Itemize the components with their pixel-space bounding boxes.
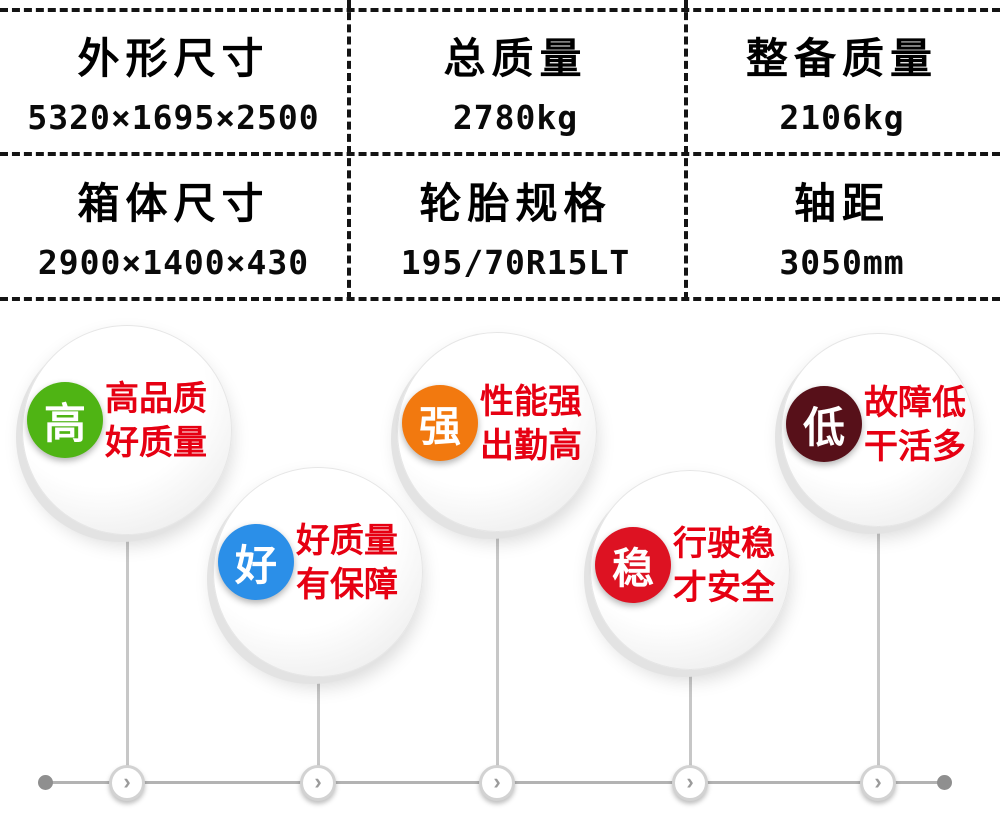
dashed-line-vertical-2 [684, 0, 688, 300]
feature-badge-low: 低 [786, 386, 862, 462]
feature-bubble-guaranteed-quality: 好 好质量 有保障 [213, 467, 423, 677]
chevron-right-icon: › [493, 768, 501, 794]
chevron-right-icon: › [123, 768, 131, 794]
spec-cell-box-dimensions: 箱体尺寸 2900×1400×430 [0, 153, 347, 298]
timeline-node: › [672, 765, 708, 801]
feature-text: 行驶稳 才安全 [673, 523, 775, 610]
chevron-right-icon: › [874, 768, 882, 794]
feature-text: 高品质 好质量 [105, 378, 207, 465]
dashed-line-bottom [0, 297, 1000, 301]
feature-badge-good: 好 [218, 524, 294, 600]
feature-text: 故障低 干活多 [864, 382, 966, 469]
chevron-right-icon: › [686, 768, 694, 794]
feature-text-line: 出勤高 [480, 426, 582, 465]
feature-bubble-stable-driving: 稳 行驶稳 才安全 [590, 470, 790, 670]
spec-cell-curb-weight: 整备质量 2106kg [684, 8, 1000, 153]
features-section: 高 高品质 好质量 强 性能强 出勤高 低 故障低 干活多 好 好质量 [0, 302, 1000, 826]
feature-text-line: 有保障 [296, 565, 398, 604]
feature-text-line: 高品质 [105, 380, 207, 418]
timeline-node: › [479, 765, 515, 801]
feature-text-line: 性能强 [480, 383, 582, 421]
feature-badge-stable: 稳 [595, 527, 671, 603]
spec-cell-tire-spec: 轮胎规格 195/70R15LT [347, 153, 684, 298]
feature-bubble-low-failure: 低 故障低 干活多 [781, 333, 975, 527]
connector-line [496, 432, 499, 783]
spec-label: 箱体尺寸 [77, 179, 270, 227]
feature-text-line: 干活多 [864, 427, 966, 466]
dashed-line-vertical-1 [347, 0, 351, 300]
spec-label: 总质量 [443, 34, 588, 82]
feature-text-line: 行驶稳 [673, 525, 775, 563]
feature-bubble-high-quality: 高 高品质 好质量 [22, 325, 232, 535]
feature-badge-high: 高 [27, 382, 103, 458]
spec-value: 2780kg [452, 97, 579, 137]
spec-value: 5320×1695×2500 [27, 97, 320, 137]
spec-value: 2900×1400×430 [37, 242, 310, 282]
feature-badge-strong: 强 [402, 385, 478, 461]
dashed-line-middle [0, 152, 1000, 156]
spec-value: 3050mm [779, 242, 905, 282]
dashed-line-top [0, 8, 1000, 12]
spec-value: 195/70R15LT [400, 242, 631, 282]
timeline-node: › [860, 765, 896, 801]
spec-label: 外形尺寸 [77, 34, 270, 82]
feature-text-line: 好质量 [296, 522, 398, 560]
timeline-node: › [300, 765, 336, 801]
timeline-endpoint-left [38, 775, 53, 790]
feature-text-line: 故障低 [864, 384, 966, 422]
timeline-endpoint-right [937, 775, 952, 790]
spec-header: 外形尺寸 5320×1695×2500 总质量 2780kg 整备质量 2106… [0, 0, 1000, 302]
feature-text-line: 才安全 [673, 568, 775, 607]
spec-cell-exterior-dimensions: 外形尺寸 5320×1695×2500 [0, 8, 347, 153]
spec-grid: 外形尺寸 5320×1695×2500 总质量 2780kg 整备质量 2106… [0, 8, 1000, 298]
connector-line [317, 572, 320, 783]
feature-bubble-strong-performance: 强 性能强 出勤高 [397, 332, 597, 532]
feature-text: 性能强 出勤高 [480, 381, 582, 468]
feature-text: 好质量 有保障 [296, 520, 398, 607]
chevron-right-icon: › [314, 768, 322, 794]
connector-line [689, 570, 692, 783]
connector-line [877, 430, 880, 783]
timeline-node: › [109, 765, 145, 801]
spec-cell-gross-mass: 总质量 2780kg [347, 8, 684, 153]
spec-value: 2106kg [779, 97, 905, 137]
spec-label: 整备质量 [745, 34, 938, 82]
spec-label: 轴距 [793, 179, 890, 227]
connector-line [126, 432, 129, 783]
feature-text-line: 好质量 [105, 423, 207, 462]
spec-label: 轮胎规格 [419, 179, 612, 227]
spec-cell-wheelbase: 轴距 3050mm [684, 153, 1000, 298]
